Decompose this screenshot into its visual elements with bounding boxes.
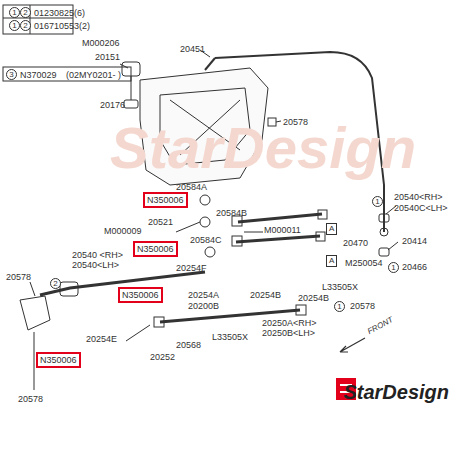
part-label: 20254B <box>298 293 329 303</box>
part-label: (02MY0201- ) <box>66 70 121 80</box>
part-label: 20540<LH> <box>72 260 119 270</box>
part-label: M000206 <box>82 38 120 48</box>
callout-circle: 1 <box>372 196 383 207</box>
direction-label: FRONT <box>366 315 395 337</box>
part-label: 20451 <box>180 44 205 54</box>
callout-circle: 2 <box>20 20 31 31</box>
reference-box: A <box>326 255 337 267</box>
part-number-box: N350006 <box>143 192 188 208</box>
part-label: M000009 <box>104 226 142 236</box>
node-text: A <box>329 224 334 233</box>
node-text: 2 <box>23 21 27 30</box>
part-label: 20540<RH> <box>394 192 443 202</box>
part-label: 20540 <RH> <box>72 250 123 260</box>
callout-circle: 1 <box>9 20 20 31</box>
part-label: 016710553(2) <box>34 21 90 31</box>
callout-circle: 3 <box>6 69 17 80</box>
part-label: 20578 <box>283 117 308 127</box>
part-label: 20250B<LH> <box>262 328 315 338</box>
node-text: N350006 <box>137 244 174 254</box>
reference-box: A <box>326 223 337 235</box>
part-label: N370029 <box>20 70 57 80</box>
part-label: 20578 <box>18 394 43 404</box>
watermark: StarDesign <box>110 118 416 178</box>
node-text: N350006 <box>40 355 77 365</box>
part-label: 20176 <box>100 100 125 110</box>
node-text: 1 <box>12 8 16 17</box>
part-label: L33505X <box>212 332 248 342</box>
part-label: 01230825(6) <box>34 8 85 18</box>
part-number-box: N350006 <box>133 241 178 257</box>
part-label: M250054 <box>345 258 383 268</box>
node-text: 1 <box>391 263 395 272</box>
part-label: 20578 <box>6 272 31 282</box>
part-label: 20578 <box>350 301 375 311</box>
part-label: 20254B <box>250 290 281 300</box>
part-label: 20584C <box>190 235 222 245</box>
part-label: 20200B <box>188 301 219 311</box>
part-label: 20254E <box>86 334 117 344</box>
node-text: 1 <box>12 21 16 30</box>
callout-circle: 1 <box>9 7 20 18</box>
part-label: 20470 <box>343 238 368 248</box>
part-label: 20254A <box>188 290 219 300</box>
part-label: 20414 <box>402 236 427 246</box>
node-text: A <box>329 256 334 265</box>
part-label: 20252 <box>150 352 175 362</box>
callout-circle: 2 <box>50 278 61 289</box>
node-text: N350006 <box>147 195 184 205</box>
part-number-box: N350006 <box>118 287 163 303</box>
part-label: 20584B <box>216 208 247 218</box>
part-label: 20254F <box>176 263 207 273</box>
part-label: 20521 <box>148 217 173 227</box>
node-text: 3 <box>9 70 13 79</box>
part-label: M000011 <box>264 225 301 235</box>
part-number-box: N350006 <box>36 352 81 368</box>
part-label: 20151 <box>95 52 120 62</box>
callout-circle: 1 <box>334 301 345 312</box>
callout-circle: 2 <box>20 7 31 18</box>
node-text: 1 <box>375 197 379 206</box>
part-label: 20584A <box>176 182 207 192</box>
node-text: 2 <box>23 8 27 17</box>
node-text: 1 <box>337 302 341 311</box>
part-label: 20250A<RH> <box>262 318 317 328</box>
part-label: 20540C<LH> <box>394 203 448 213</box>
part-label: 20568 <box>176 340 201 350</box>
node-text: N350006 <box>122 290 159 300</box>
part-label: L33505X <box>322 282 358 292</box>
part-label: 20466 <box>402 262 427 272</box>
brand-logo: StarDesign <box>343 381 449 403</box>
node-text: 2 <box>53 279 57 288</box>
callout-circle: 1 <box>388 262 399 273</box>
